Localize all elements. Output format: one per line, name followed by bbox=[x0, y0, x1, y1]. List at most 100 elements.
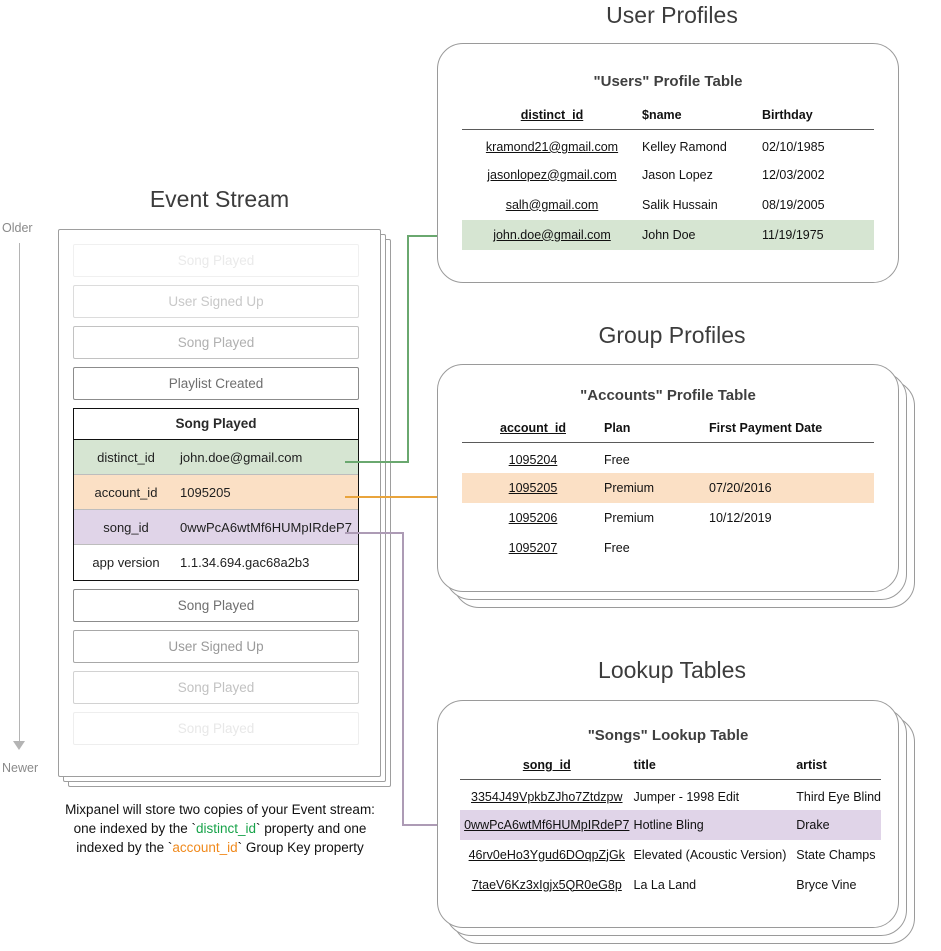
cell-account-id: 1095207 bbox=[508, 540, 558, 555]
cell-birthday: 08/19/2005 bbox=[762, 197, 825, 212]
table-row[interactable]: 1095204 Free bbox=[462, 443, 874, 473]
table-row[interactable]: 1095207 Free bbox=[462, 533, 874, 563]
event-item-label: Song Played bbox=[177, 721, 255, 736]
cell-artist: Drake bbox=[796, 809, 881, 840]
users-col-birthday: Birthday bbox=[762, 108, 813, 122]
event-property-value: 0wwPcA6wtMf6HUMpIRdeP7 bbox=[180, 519, 352, 535]
focused-event-card[interactable]: Song Played distinct_id john.doe@gmail.c… bbox=[73, 408, 359, 581]
event-property-value: john.doe@gmail.com bbox=[180, 449, 303, 465]
event-item[interactable]: Song Played bbox=[73, 589, 359, 622]
cell-artist: Bryce Vine bbox=[796, 877, 857, 892]
cell-name: Kelley Ramond bbox=[642, 139, 727, 154]
users-table-header-row: distinct_id $name Birthday bbox=[462, 108, 874, 130]
accounts-col-plan: Plan bbox=[604, 421, 631, 435]
event-property-key: account_id bbox=[94, 484, 158, 500]
cell-song-id: 3354J49VpkbZJho7Ztdzpw bbox=[471, 789, 623, 804]
table-row[interactable]: 1095206 Premium 10/12/2019 bbox=[462, 503, 874, 533]
cell-birthday: 12/03/2002 bbox=[762, 167, 825, 182]
songs-table-title: "Songs" Lookup Table bbox=[587, 727, 749, 744]
users-col-name: $name bbox=[642, 108, 682, 122]
event-item[interactable]: Song Played bbox=[73, 244, 359, 277]
cell-title: Elevated (Acoustic Version) bbox=[633, 847, 787, 862]
event-item[interactable]: Song Played bbox=[73, 712, 359, 745]
event-property-key: app version bbox=[92, 555, 160, 570]
group-profiles-title: Group Profiles bbox=[598, 322, 746, 348]
event-item[interactable]: User Signed Up bbox=[73, 285, 359, 318]
event-property-key: song_id bbox=[103, 519, 149, 535]
lookup-tables-card: "Songs" Lookup Table song_id title artis… bbox=[437, 700, 927, 950]
event-property-song-id: song_id 0wwPcA6wtMf6HUMpIRdeP7 bbox=[74, 510, 358, 545]
table-row-highlighted[interactable]: 1095205 Premium 07/20/2016 bbox=[462, 472, 874, 503]
users-table: distinct_id $name Birthday kramond21@gma… bbox=[462, 108, 874, 250]
event-item-label: User Signed Up bbox=[168, 639, 264, 654]
songs-table: song_id title artist 3354J49VpkbZJho7Ztd… bbox=[460, 758, 881, 900]
cell-name: John Doe bbox=[642, 219, 762, 250]
users-table-title: "Users" Profile Table bbox=[593, 73, 743, 90]
event-item[interactable]: User Signed Up bbox=[73, 630, 359, 663]
table-row[interactable]: 3354J49VpkbZJho7Ztdzpw Jumper - 1998 Edi… bbox=[460, 780, 881, 810]
event-item[interactable]: Song Played bbox=[73, 671, 359, 704]
event-item[interactable]: Song Played bbox=[73, 326, 359, 359]
cell-name: Salik Hussain bbox=[642, 197, 718, 212]
table-row[interactable]: 46rv0eHo3Ygud6DOqpZjGk Elevated (Acousti… bbox=[460, 840, 881, 870]
event-item-label: Song Played bbox=[177, 598, 255, 613]
event-item-label: Song Played bbox=[177, 680, 255, 695]
accounts-table-title: "Accounts" Profile Table bbox=[580, 387, 756, 404]
group-profiles-card: "Accounts" Profile Table account_id Plan… bbox=[437, 364, 927, 614]
caption-line-2-pre: one indexed by the ` bbox=[73, 821, 196, 836]
caption-line-3: indexed by the `account_id` Group Key pr… bbox=[30, 838, 410, 857]
cell-first-payment-date: 10/12/2019 bbox=[709, 510, 772, 525]
songs-table-header-row: song_id title artist bbox=[460, 758, 881, 780]
cell-song-id: 0wwPcA6wtMf6HUMpIRdeP7 bbox=[460, 809, 634, 840]
cell-title: La La Land bbox=[633, 877, 697, 892]
event-item[interactable]: Playlist Created bbox=[73, 367, 359, 400]
timeline-older-label: Older bbox=[2, 221, 33, 235]
cell-song-id: 46rv0eHo3Ygud6DOqpZjGk bbox=[468, 847, 625, 862]
event-property-value: 1095205 bbox=[180, 484, 231, 500]
cell-distinct-id: john.doe@gmail.com bbox=[462, 219, 642, 250]
focused-event-name: Song Played bbox=[74, 409, 358, 440]
cell-name: Jason Lopez bbox=[642, 167, 713, 182]
table-row-highlighted[interactable]: 0wwPcA6wtMf6HUMpIRdeP7 Hotline Bling Dra… bbox=[460, 809, 881, 840]
lookup-tables-card-surface: "Songs" Lookup Table song_id title artis… bbox=[437, 700, 899, 928]
cell-artist: Third Eye Blind bbox=[796, 789, 881, 804]
cell-first-payment-date bbox=[709, 443, 874, 473]
timeline-axis bbox=[19, 243, 20, 745]
timeline-arrow-icon bbox=[13, 741, 25, 750]
table-row[interactable]: 7taeV6Kz3xIgjx5QR0eG8p La La Land Bryce … bbox=[460, 870, 881, 900]
cell-account-id: 1095204 bbox=[508, 452, 558, 467]
lookup-tables-title: Lookup Tables bbox=[598, 657, 746, 683]
cell-artist: State Champs bbox=[796, 847, 876, 862]
table-row[interactable]: jasonlopez@gmail.com Jason Lopez 12/03/2… bbox=[462, 160, 874, 190]
event-item-label: Song Played bbox=[177, 335, 255, 350]
table-row[interactable]: kramond21@gmail.com Kelley Ramond 02/10/… bbox=[462, 130, 874, 160]
event-item-label: Playlist Created bbox=[168, 376, 264, 391]
cell-title: Hotline Bling bbox=[633, 809, 797, 840]
cell-plan: Free bbox=[604, 540, 630, 555]
cell-distinct-id: kramond21@gmail.com bbox=[485, 139, 619, 154]
event-item-label: User Signed Up bbox=[168, 294, 264, 309]
cell-first-payment-date bbox=[709, 533, 874, 563]
event-property-key: distinct_id bbox=[97, 449, 155, 465]
event-property-app-version: app version 1.1.34.694.gac68a2b3 bbox=[74, 545, 358, 580]
cell-distinct-id: jasonlopez@gmail.com bbox=[487, 167, 617, 182]
accounts-col-first-payment-date: First Payment Date bbox=[709, 421, 823, 435]
table-row[interactable]: salh@gmail.com Salik Hussain 08/19/2005 bbox=[462, 190, 874, 220]
event-property-distinct-id: distinct_id john.doe@gmail.com bbox=[74, 440, 358, 475]
songs-col-song-id: song_id bbox=[522, 758, 571, 772]
cell-plan: Premium bbox=[604, 510, 655, 525]
user-profiles-card-surface: "Users" Profile Table distinct_id $name … bbox=[437, 43, 899, 283]
event-property-value: 1.1.34.694.gac68a2b3 bbox=[180, 555, 310, 570]
caption-line-1: Mixpanel will store two copies of your E… bbox=[65, 802, 375, 817]
cell-birthday: 11/19/1975 bbox=[762, 219, 874, 250]
event-stream-title: Event Stream bbox=[149, 186, 290, 212]
event-property-account-id: account_id 1095205 bbox=[74, 475, 358, 510]
user-profiles-card: "Users" Profile Table distinct_id $name … bbox=[437, 43, 917, 283]
table-row-highlighted[interactable]: john.doe@gmail.com John Doe 11/19/1975 bbox=[462, 219, 874, 250]
cell-song-id: 7taeV6Kz3xIgjx5QR0eG8p bbox=[471, 877, 622, 892]
cell-account-id: 1095206 bbox=[508, 510, 558, 525]
group-profiles-card-surface: "Accounts" Profile Table account_id Plan… bbox=[437, 364, 899, 592]
cell-account-id: 1095205 bbox=[462, 472, 604, 503]
timeline-newer-label: Newer bbox=[2, 761, 39, 775]
caption-line-2: one indexed by the `distinct_id` propert… bbox=[30, 819, 410, 838]
